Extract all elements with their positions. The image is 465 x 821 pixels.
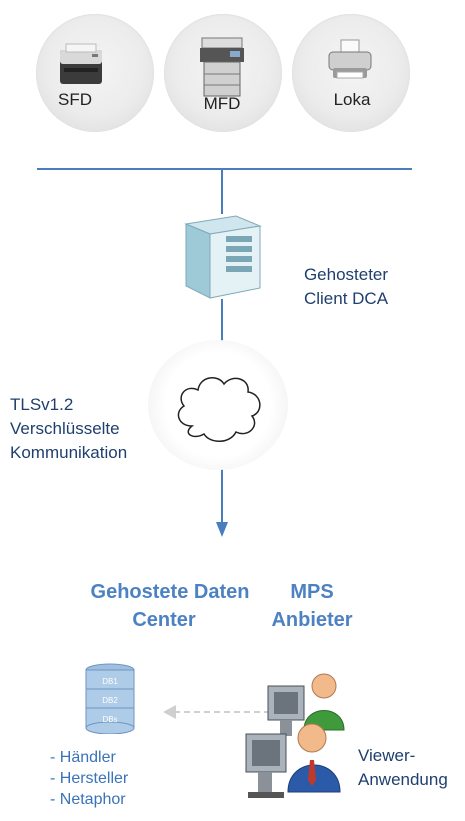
users-workstation-icon xyxy=(245,673,345,798)
loka-label: Loka xyxy=(333,90,371,109)
client-dca-label: Gehosteter Client DCA xyxy=(276,263,416,311)
desktop-printer-icon xyxy=(328,39,372,79)
provider-line2: Anbieter xyxy=(271,609,353,631)
encryption-line3: Kommunikation xyxy=(10,443,128,462)
db-roles-list: - Händler - Hersteller - Netaphor xyxy=(50,747,128,810)
server-icon xyxy=(184,215,262,299)
db1-label: DB1 xyxy=(102,677,118,686)
db2-label: DB2 xyxy=(102,696,118,705)
encryption-line1: TLSv1.2 xyxy=(10,395,74,414)
multifunction-device-icon xyxy=(200,37,244,97)
provider-heading: MPS Anbieter xyxy=(262,578,362,634)
sfd-label: SFD xyxy=(58,90,92,109)
cloud-icon xyxy=(177,377,261,442)
viewer-line2: Anwendung xyxy=(358,770,448,789)
viewer-label: Viewer- Anwendung xyxy=(358,744,448,792)
provider-line1: MPS xyxy=(290,581,334,603)
database-stack-icon: DB1 DB2 DBs xyxy=(85,663,135,734)
dbs-label: DBs xyxy=(102,715,117,724)
role-item: - Netaphor xyxy=(50,791,126,808)
role-item: - Hersteller xyxy=(50,770,129,787)
encryption-label: TLSv1.2 Verschlüsselte Kommunikation xyxy=(10,393,127,465)
mfd-label: MFD xyxy=(203,94,241,113)
datacenter-line1: Gehostete Daten xyxy=(90,581,250,603)
role-item: - Händler xyxy=(50,749,116,766)
client-line1: Gehosteter xyxy=(303,265,389,284)
laser-printer-icon xyxy=(60,43,102,84)
viewer-line1: Viewer- xyxy=(358,746,416,765)
datacenter-heading: Gehostete Daten Center xyxy=(60,578,280,634)
client-line2: Client DCA xyxy=(303,289,389,308)
datacenter-line2: Center xyxy=(132,609,196,631)
encryption-line2: Verschlüsselte xyxy=(10,419,120,438)
